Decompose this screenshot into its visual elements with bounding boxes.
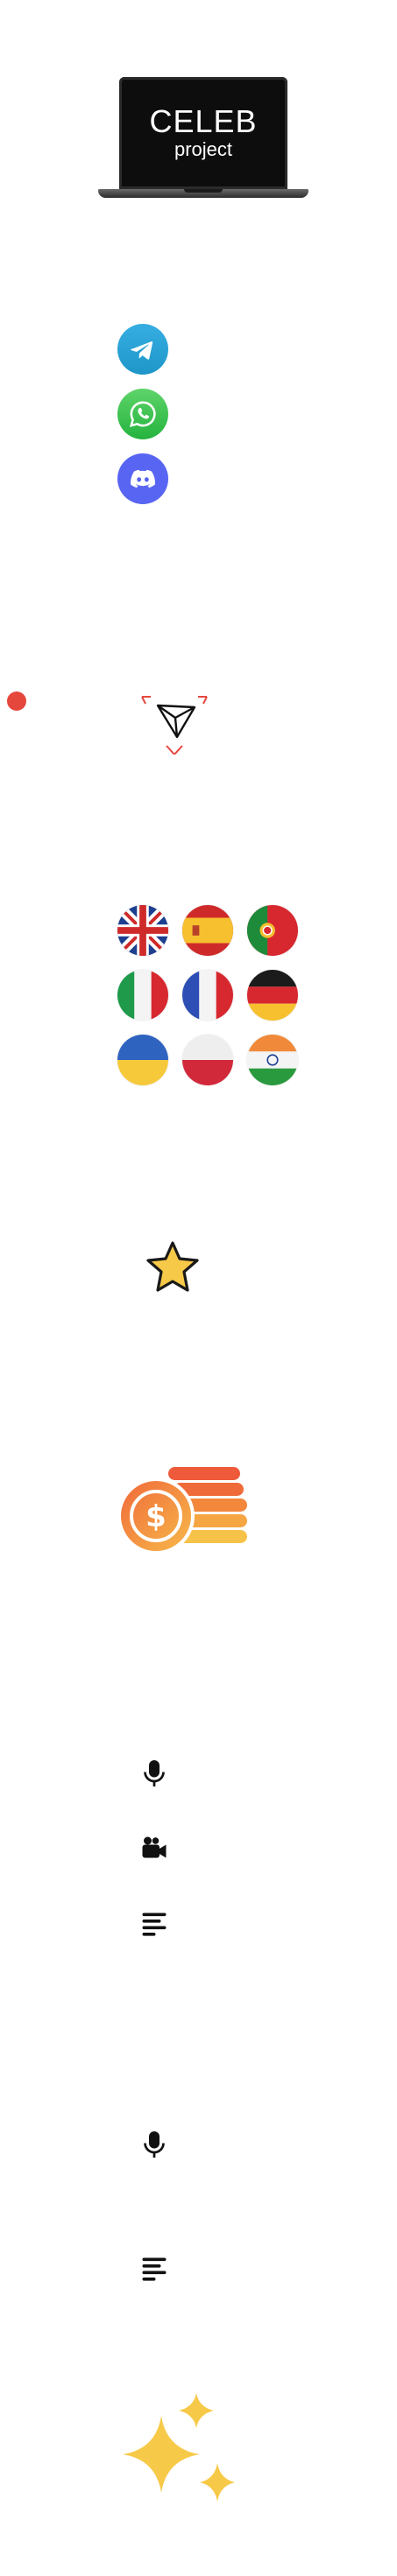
- flag-uk-icon[interactable]: [117, 905, 168, 956]
- flag-germany-icon[interactable]: [247, 970, 298, 1021]
- coins-stack-icon: $: [117, 1467, 247, 1555]
- discord-icon[interactable]: [117, 453, 168, 504]
- flag-portugal-icon[interactable]: [247, 905, 298, 956]
- flag-poland-icon[interactable]: [182, 1035, 233, 1085]
- flag-france-icon[interactable]: [182, 970, 233, 1021]
- text-lines-icon[interactable]: [138, 2251, 170, 2283]
- microphone-icon[interactable]: [138, 1758, 170, 1789]
- paper-plane-logo-icon: [141, 696, 208, 755]
- star-icon[interactable]: [144, 1239, 202, 1295]
- laptop-notch: [184, 189, 223, 193]
- flag-spain-icon[interactable]: [182, 905, 233, 956]
- laptop-base: [98, 189, 308, 198]
- flag-india-icon[interactable]: [247, 1035, 298, 1085]
- red-status-dot: [7, 691, 26, 711]
- flag-ukraine-icon[interactable]: [117, 1035, 168, 1085]
- flag-italy-icon[interactable]: [117, 970, 168, 1021]
- video-camera-icon[interactable]: [138, 1833, 170, 1864]
- text-lines-icon[interactable]: [138, 1906, 170, 1938]
- laptop-title: CELEB: [149, 103, 258, 139]
- laptop-screen: CELEB project: [119, 77, 287, 189]
- whatsapp-icon[interactable]: [117, 389, 168, 439]
- svg-text:$: $: [145, 1499, 167, 1534]
- sparkles-icon: [123, 2393, 235, 2502]
- microphone-icon[interactable]: [138, 2129, 170, 2160]
- telegram-icon[interactable]: [117, 324, 168, 375]
- laptop-subtitle: project: [174, 138, 233, 160]
